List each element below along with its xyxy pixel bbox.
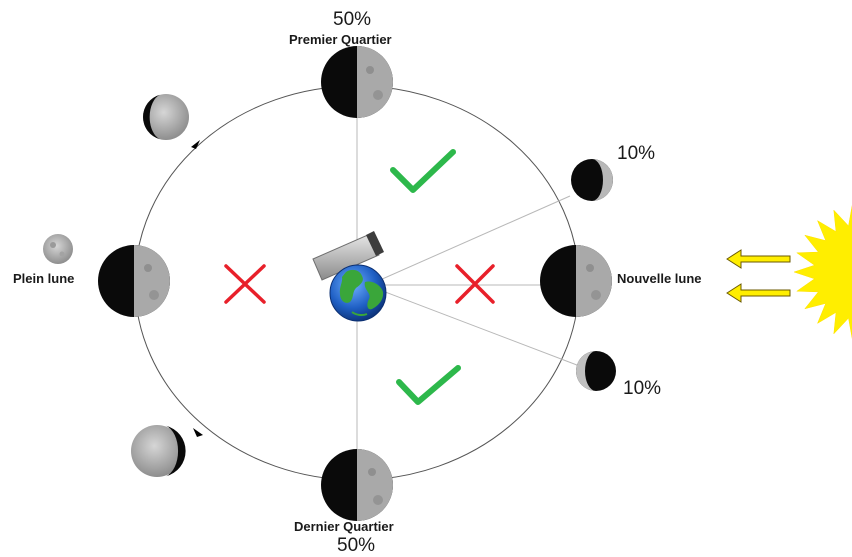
check-mark-top [390,149,456,193]
label-first-quarter: Premier Quartier [289,32,392,47]
sunlight-arrow-lower [726,283,791,303]
percentage-upper-right: 10% [617,143,656,164]
orbit-direction-arrow-lower [193,428,203,437]
sunlight-arrow-upper [726,249,791,269]
orbit-direction-arrow-upper [191,140,200,149]
percentage-top: 50% [333,9,372,30]
earth-icon [329,264,387,322]
moon-orbit-new-position [540,245,612,317]
moon-orbit-full-position [98,245,170,317]
moon-crescent-upper [571,159,613,201]
cross-mark-right [455,264,495,304]
moon-waxing-gibbous [143,94,189,140]
moon-first-quarter [321,46,393,118]
percentage-bottom: 50% [337,535,376,556]
full-moon-icon [43,234,73,264]
label-full-moon: Plein lune [13,271,75,286]
moon-crescent-lower [576,351,616,391]
moon-waning-gibbous [131,425,186,477]
cross-mark-left [224,264,266,304]
sun-icon [793,204,852,340]
check-mark-bottom [396,365,461,405]
label-last-quarter: Dernier Quartier [294,519,394,534]
moon-last-quarter [321,449,393,521]
label-new-moon: Nouvelle lune [617,271,702,286]
percentage-lower-right: 10% [623,378,662,399]
sunlight-arrows [726,249,791,303]
